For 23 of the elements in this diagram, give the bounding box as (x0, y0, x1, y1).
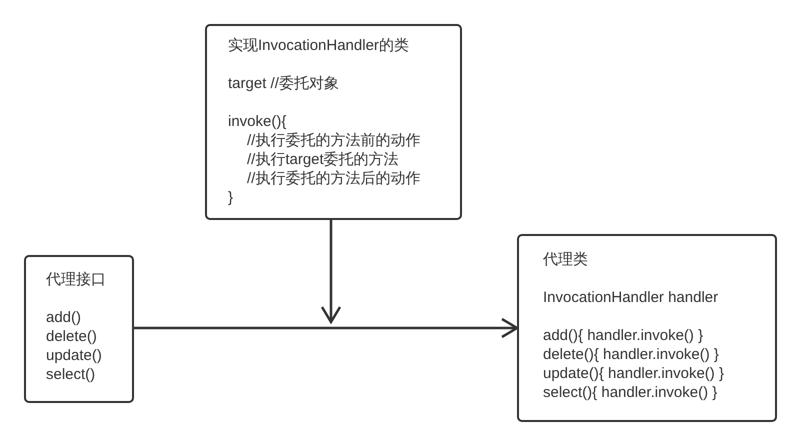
code-line: //执行委托的方法后的动作 (247, 169, 420, 188)
code-line: //执行委托的方法前的动作 (247, 131, 420, 150)
code-line: delete(){ handler.invoke() } (543, 345, 719, 364)
box-title: 代理类 (543, 250, 588, 269)
code-line: //执行target委托的方法 (247, 150, 399, 169)
box-title: 实现InvocationHandler的类 (228, 36, 409, 55)
code-line: } (228, 188, 234, 207)
code-line: InvocationHandler handler (543, 288, 718, 307)
class-box (205, 24, 462, 220)
code-line: target //委托对象 (228, 74, 339, 93)
code-line: update() (46, 346, 102, 365)
arrow (320, 220, 342, 324)
code-line: select(){ handler.invoke() } (543, 383, 718, 402)
code-line: add() (46, 308, 82, 327)
arrow (134, 318, 518, 338)
code-line: invoke(){ (228, 112, 286, 131)
code-line: update(){ handler.invoke() } (543, 364, 724, 383)
code-line: delete() (46, 327, 97, 346)
class-box (517, 234, 777, 422)
box-title: 代理接口 (46, 270, 106, 289)
code-line: add(){ handler.invoke() } (543, 326, 704, 345)
code-line: select() (46, 365, 96, 384)
class-box (24, 255, 134, 403)
